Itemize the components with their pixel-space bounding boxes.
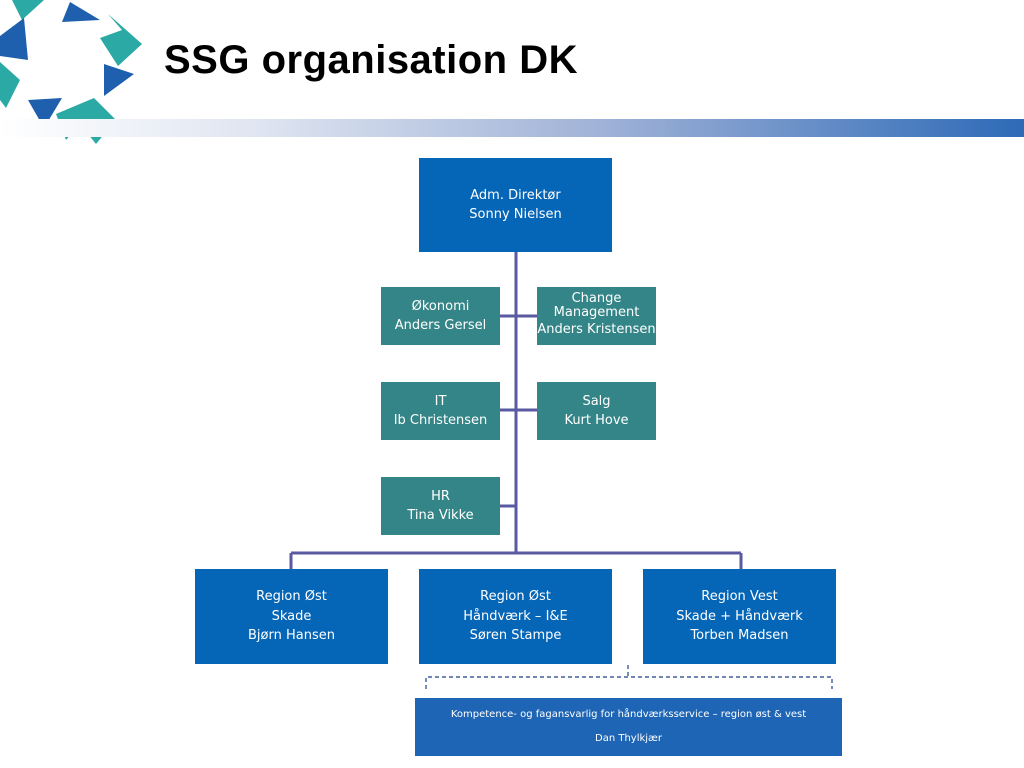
region-line3: Søren Stampe [469, 628, 562, 644]
change-role-line2: Management [553, 305, 640, 321]
change-management-box: Change Management Anders Kristensen [537, 287, 656, 345]
note-line1: Kompetence- og fagansvarlig for håndværk… [450, 709, 807, 720]
change-role-line1: Change [571, 291, 622, 307]
region-line1: Region Øst [256, 589, 327, 605]
hr-name: Tina Vikke [407, 508, 474, 523]
salg-name: Kurt Hove [564, 413, 629, 428]
hr-box: HR Tina Vikke [381, 477, 500, 535]
region-line1: Region Øst [480, 589, 551, 605]
region-ost-skade-box: Region Øst Skade Bjørn Hansen [195, 569, 388, 664]
okonomi-role: Økonomi [411, 298, 470, 314]
region-line3: Torben Madsen [690, 628, 789, 644]
okonomi-box: Økonomi Anders Gersel [381, 287, 500, 345]
hr-role: HR [431, 488, 450, 504]
it-name: Ib Christensen [393, 413, 488, 428]
director-role: Adm. Direktør [470, 187, 561, 203]
director-box: Adm. Direktør Sonny Nielsen [419, 158, 612, 252]
region-line1: Region Vest [701, 589, 778, 605]
note-line2: Dan Thylkjær [595, 733, 662, 744]
change-name: Anders Kristensen [537, 322, 656, 338]
header-gradient-bar [0, 119, 1024, 137]
region-line2: Håndværk – I&E [463, 608, 568, 624]
salg-role: Salg [582, 393, 611, 409]
region-vest-box: Region Vest Skade + Håndværk Torben Mads… [643, 569, 836, 664]
region-line3: Bjørn Hansen [248, 628, 335, 644]
region-line2: Skade [271, 608, 312, 624]
region-ost-handvaerk-box: Region Øst Håndværk – I&E Søren Stampe [419, 569, 612, 664]
competence-note-box: Kompetence- og fagansvarlig for håndværk… [415, 698, 842, 756]
okonomi-name: Anders Gersel [394, 318, 487, 333]
it-role: IT [434, 393, 447, 409]
region-line2: Skade + Håndværk [676, 608, 803, 624]
salg-box: Salg Kurt Hove [537, 382, 656, 440]
it-box: IT Ib Christensen [381, 382, 500, 440]
director-name: Sonny Nielsen [469, 207, 562, 222]
page-title: SSG organisation DK [164, 38, 578, 82]
